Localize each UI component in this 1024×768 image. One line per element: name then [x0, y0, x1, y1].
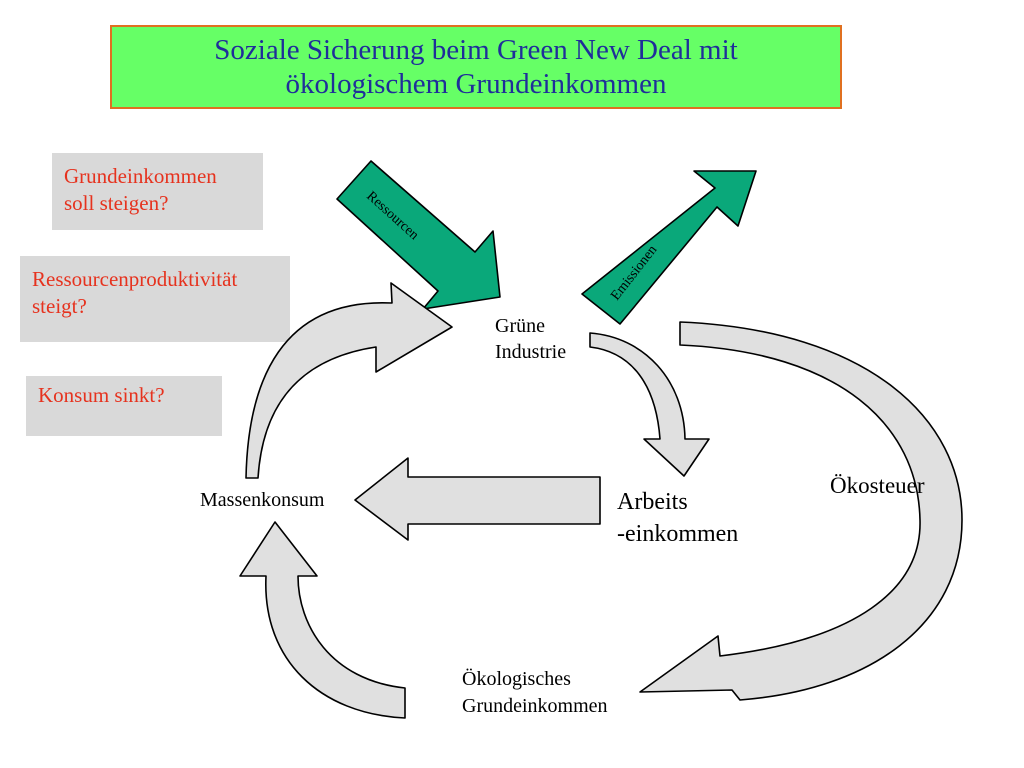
arrow-massenkonsum-to-industrie: [245, 282, 453, 479]
question-text-line: Konsum sinkt?: [38, 383, 165, 407]
question-box-grundeinkommen: Grundeinkommen soll steigen?: [52, 153, 263, 230]
question-text-line: Ressourcenproduktivität: [32, 267, 238, 291]
oekosteuer-arrow: [639, 321, 963, 701]
arrow-industrie-to-arbeitseinkommen: [589, 332, 710, 477]
diagram-title-box: Soziale Sicherung beim Green New Deal mi…: [110, 25, 842, 109]
node-massenkonsum: Massenkonsum: [200, 489, 325, 511]
question-text-line: steigt?: [32, 294, 87, 318]
question-box-konsum: Konsum sinkt?: [26, 376, 222, 436]
diagram-title-line-1: Soziale Sicherung beim Green New Deal mi…: [214, 34, 738, 66]
question-text-line: soll steigen?: [64, 191, 169, 215]
node-label-line: Arbeits: [617, 489, 688, 515]
arrow-grundeinkommen-to-massenkonsum: [239, 521, 406, 719]
ressourcen-arrow: [336, 160, 501, 310]
node-arbeitseinkommen: Arbeits -einkommen: [617, 486, 738, 550]
node-oekosteuer: Ökosteuer: [830, 473, 925, 498]
node-label-line: Industrie: [495, 341, 567, 363]
arrow-arbeitseinkommen-to-massenkonsum: [354, 457, 601, 541]
diagram-title-line-2: ökologischem Grundeinkommen: [285, 68, 667, 100]
emissionen-arrow: [581, 170, 757, 325]
node-label-line: Grundeinkommen: [462, 695, 608, 717]
node-label-line: Grüne: [495, 315, 545, 337]
node-label-line: -einkommen: [617, 521, 739, 547]
node-gruene-industrie: Grüne Industrie: [495, 313, 566, 365]
question-text-line: Grundeinkommen: [64, 164, 217, 188]
question-box-ressourcenproduktivitaet: Ressourcenproduktivität steigt?: [20, 256, 290, 342]
node-oekologisches-grundeinkommen: Ökologisches Grundeinkommen: [462, 666, 608, 720]
node-label-line: Ökologisches: [462, 668, 571, 690]
